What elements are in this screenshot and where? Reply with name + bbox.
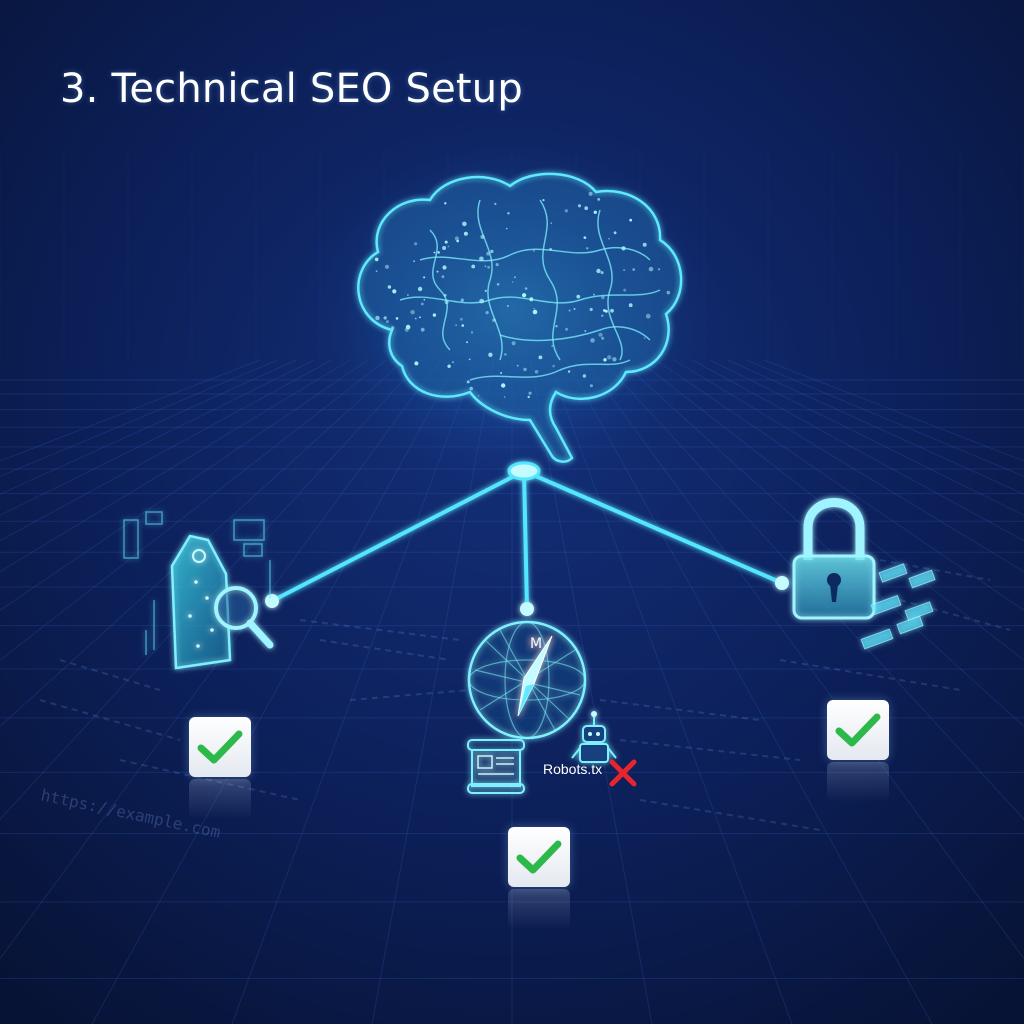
tag-node	[265, 594, 279, 608]
central-hub-node	[507, 461, 541, 481]
tag-audit-checkbox[interactable]	[189, 717, 251, 819]
checkmark-icon	[516, 840, 562, 874]
sitemap-checkbox[interactable]	[508, 827, 570, 929]
security-node	[775, 576, 789, 590]
padlock-icon	[792, 498, 936, 650]
data-streaks	[39, 559, 1011, 831]
brain-network-icon	[357, 172, 683, 463]
sitemap-scroll-icon	[467, 739, 525, 794]
blocked-cross-icon	[609, 759, 637, 787]
robots-txt-label: Robots.tx	[543, 761, 603, 777]
checkmark-icon	[835, 713, 881, 747]
sitemap-node	[520, 602, 534, 616]
checkbox-reflection	[508, 889, 570, 929]
compass-globe-icon: M	[467, 620, 587, 740]
security-checkbox[interactable]	[827, 700, 889, 802]
tag-magnifier-icon	[123, 511, 274, 670]
slide-title: 3. Technical SEO Setup	[60, 66, 523, 112]
checkbox-reflection	[189, 779, 251, 819]
checkmark-icon	[197, 730, 243, 764]
robot-icon	[571, 711, 617, 763]
compass-north-mark: M	[530, 636, 542, 652]
connection-lines	[265, 461, 789, 616]
checkbox-reflection	[827, 762, 889, 802]
